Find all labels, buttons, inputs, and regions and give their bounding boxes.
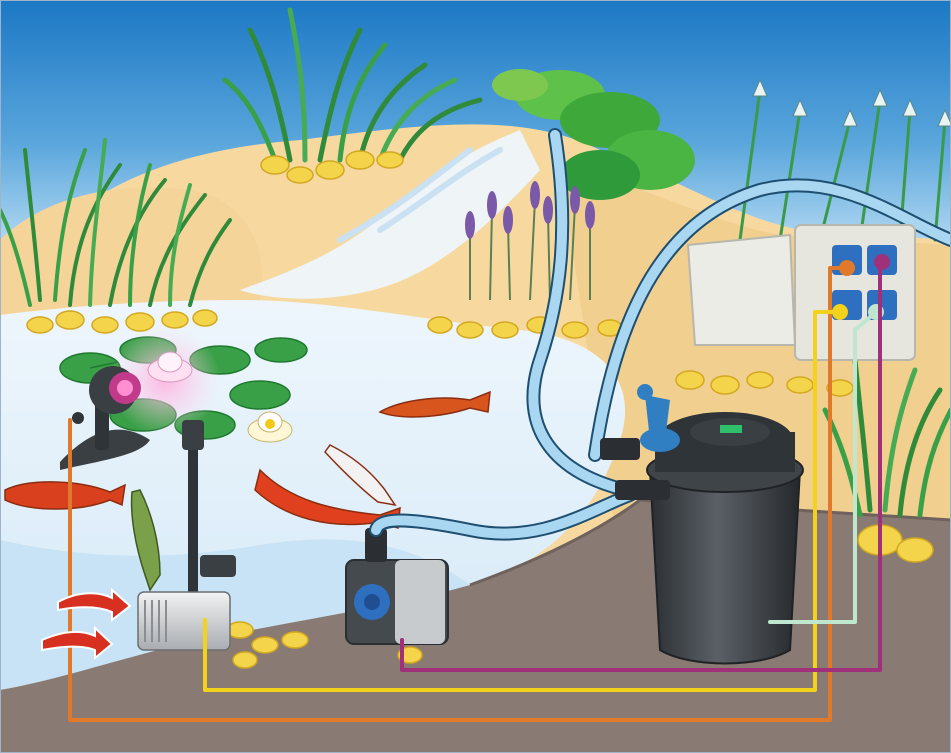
flow-arrow-icon	[41, 587, 132, 661]
arrowhead-plants	[738, 88, 947, 242]
reeds-top	[222, 7, 483, 163]
bush-top	[492, 69, 695, 200]
pond-spotlight-icon	[60, 366, 150, 470]
arrowhead-tips	[752, 78, 951, 127]
pressure-filter-icon	[600, 384, 804, 665]
lavender	[465, 181, 595, 301]
reeds-left	[0, 138, 232, 307]
garden-socket-box-icon	[686, 224, 916, 361]
hoses	[369, 128, 951, 541]
soil-edge	[469, 498, 951, 587]
water-lily-icon	[147, 351, 293, 443]
power-cables	[68, 260, 882, 722]
koi-fish-icon	[4, 390, 491, 592]
waterfall-stream	[337, 147, 503, 243]
filter-pump-icon	[345, 528, 449, 645]
